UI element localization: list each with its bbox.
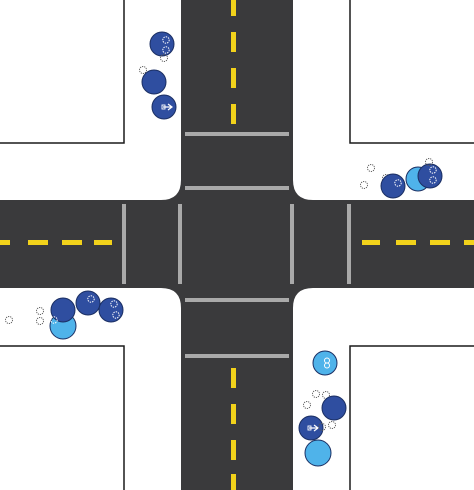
- dash-east-4: [464, 240, 474, 245]
- ghost-marker: [367, 164, 375, 172]
- block-outline-se: [349, 345, 474, 490]
- dash-south-2: [231, 404, 236, 424]
- pedestrian-token[interactable]: [141, 69, 167, 95]
- stop-line-south-outer: [185, 354, 289, 358]
- dash-east-1: [362, 240, 380, 245]
- pedestrian-token[interactable]: [380, 173, 406, 199]
- pedestrian-token[interactable]: [151, 94, 177, 120]
- corner-fillet-sw: [161, 288, 181, 308]
- pedestrian-group-ne: [360, 158, 443, 199]
- dash-south-4: [231, 474, 236, 490]
- pedestrian-group-sw: [5, 290, 124, 340]
- stop-line-west-outer: [122, 204, 126, 284]
- pedestrian-token[interactable]: [98, 297, 124, 323]
- stop-line-south-inner: [185, 298, 289, 302]
- pedestrian-group-nw: [139, 31, 177, 120]
- dash-west-1: [0, 240, 10, 245]
- dash-east-3: [430, 240, 450, 245]
- pedestrian-group-se: [298, 350, 347, 467]
- pedestrian-token[interactable]: [149, 31, 175, 57]
- ghost-marker: [5, 316, 13, 324]
- block-outline-sw: [0, 345, 125, 490]
- block-outline-nw: [0, 0, 125, 144]
- stop-line-north-outer: [185, 132, 289, 136]
- ghost-marker: [303, 401, 311, 409]
- dash-east-2: [396, 240, 416, 245]
- stop-lines: [122, 132, 351, 358]
- pedestrian-token[interactable]: [298, 415, 324, 441]
- pedestrian-token[interactable]: [50, 297, 76, 324]
- pedestrian-token[interactable]: [417, 163, 443, 189]
- ghost-marker: [312, 390, 320, 398]
- dash-south-1: [231, 368, 236, 388]
- dash-north-3: [231, 68, 236, 88]
- stop-line-west-inner: [178, 204, 182, 284]
- pedestrian-token[interactable]: [304, 439, 332, 467]
- dash-west-4: [94, 240, 112, 245]
- dash-north-1: [231, 0, 236, 16]
- corner-fillet-se: [293, 288, 313, 308]
- pedestrian-token[interactable]: [312, 350, 338, 376]
- corner-fillet-ne: [293, 180, 313, 200]
- dash-south-3: [231, 440, 236, 460]
- dash-west-3: [62, 240, 82, 245]
- block-outline-ne: [349, 0, 474, 144]
- ghost-marker: [36, 317, 44, 325]
- stop-line-east-outer: [347, 204, 351, 284]
- stop-line-east-inner: [290, 204, 294, 284]
- corner-fillet-nw: [161, 180, 181, 200]
- stop-line-north-inner: [185, 186, 289, 190]
- dash-north-2: [231, 32, 236, 52]
- ghost-marker: [139, 66, 147, 74]
- dash-north-4: [231, 104, 236, 124]
- ghost-marker: [360, 181, 368, 189]
- dash-west-2: [28, 240, 48, 245]
- pedestrian-token[interactable]: [321, 395, 347, 421]
- ghost-marker: [328, 421, 336, 429]
- ghost-marker: [36, 307, 44, 315]
- pedestrian-token[interactable]: [75, 290, 107, 316]
